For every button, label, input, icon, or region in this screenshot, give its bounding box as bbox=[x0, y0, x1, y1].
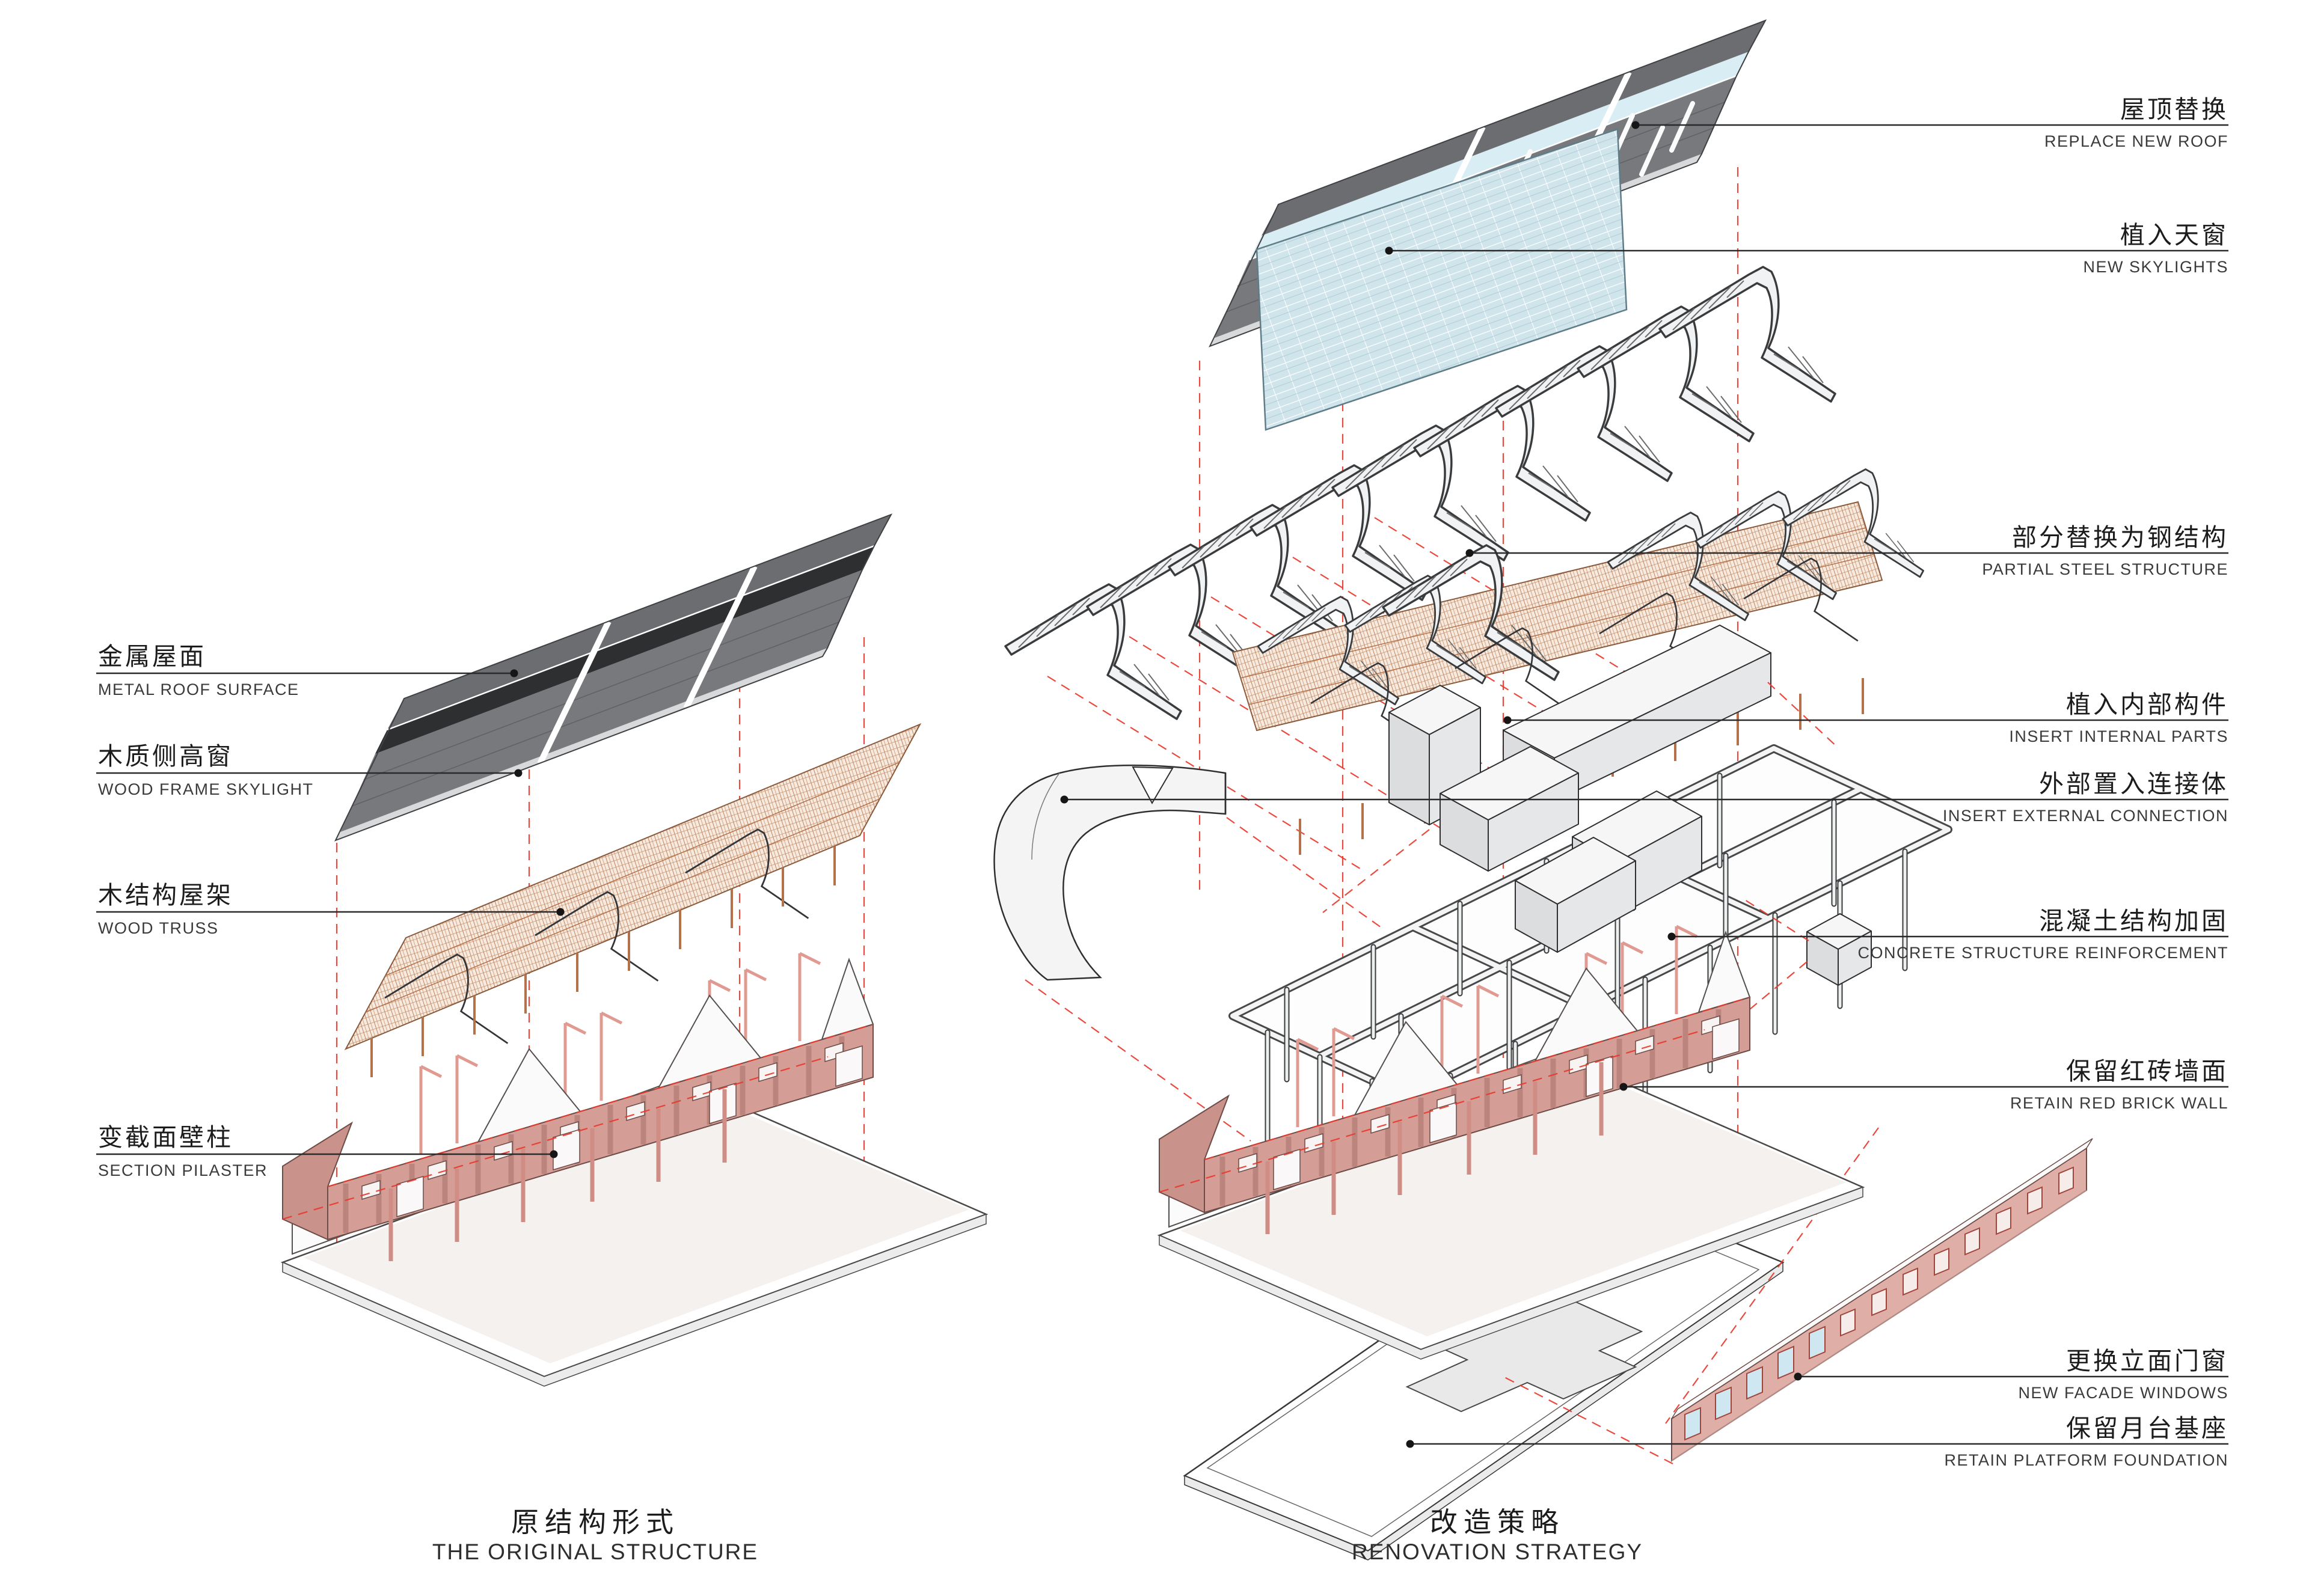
leader-dot bbox=[550, 1150, 558, 1158]
label-wood-frame-skylight: 木质侧高窗 WOOD FRAME SKYLIGHT bbox=[96, 742, 523, 798]
label-wood-truss-zh: 木结构屋架 bbox=[98, 881, 233, 909]
label-concrete-structure-reinforcement: 混凝土结构加固 CONCRETE STRUCTURE REINFORCEMENT bbox=[1857, 907, 2228, 962]
label-section-pilaster: 变截面壁柱 SECTION PILASTER bbox=[96, 1124, 558, 1179]
label-metal-roof-surface: 金属屋面 METAL ROOF SURFACE bbox=[96, 643, 518, 699]
caption-original-zh: 原结构形式 bbox=[511, 1506, 679, 1538]
label-section-pilaster-en: SECTION PILASTER bbox=[98, 1161, 268, 1179]
renovation-strategy-diagram: 屋顶替换 REPLACE NEW ROOF 植入天窗 NEW SKYLIGHTS… bbox=[993, 19, 2229, 1564]
caption-renovation-strategy: 改造策略 RENOVATION STRATEGY bbox=[1352, 1506, 1643, 1564]
ridge-skylight-strip bbox=[1250, 52, 1749, 260]
new-facade-strip bbox=[1503, 1138, 2093, 1464]
facade-windows bbox=[1840, 1166, 2074, 1337]
clerestory-dark-band bbox=[375, 546, 874, 754]
right-labels: 屋顶替换 REPLACE NEW ROOF 植入天窗 NEW SKYLIGHTS… bbox=[1857, 96, 2229, 1469]
label-insert-external-connection: 外部置入连接体 INSERT EXTERNAL CONNECTION bbox=[1943, 770, 2228, 825]
label-replace-new-roof: 屋顶替换 REPLACE NEW ROOF bbox=[2044, 96, 2228, 150]
label-partial-steel-structure-zh: 部分替换为钢结构 bbox=[2012, 524, 2228, 551]
label-insert-external-connection-en: INSERT EXTERNAL CONNECTION bbox=[1943, 807, 2228, 825]
label-retain-red-brick-wall-zh: 保留红砖墙面 bbox=[2066, 1057, 2228, 1085]
label-section-pilaster-zh: 变截面壁柱 bbox=[98, 1124, 233, 1151]
external-connection-cube bbox=[1806, 913, 1872, 986]
label-new-facade-windows-zh: 更换立面门窗 bbox=[2066, 1347, 2228, 1375]
label-partial-steel-structure: 部分替换为钢结构 PARTIAL STEEL STRUCTURE bbox=[1982, 524, 2228, 578]
label-retain-red-brick-wall: 保留红砖墙面 RETAIN RED BRICK WALL bbox=[2010, 1057, 2228, 1112]
label-concrete-structure-reinforcement-zh: 混凝土结构加固 bbox=[2039, 907, 2228, 935]
external-connection-volume bbox=[993, 764, 1384, 1142]
caption-renovation-en: RENOVATION STRATEGY bbox=[1352, 1539, 1643, 1564]
caption-original-structure: 原结构形式 THE ORIGINAL STRUCTURE bbox=[432, 1506, 758, 1564]
label-wood-truss-en: WOOD TRUSS bbox=[98, 919, 219, 937]
label-insert-internal-parts-en: INSERT INTERNAL PARTS bbox=[2009, 727, 2228, 745]
label-new-skylights: 植入天窗 NEW SKYLIGHTS bbox=[2083, 221, 2228, 276]
new-skylight-glass-grid bbox=[1256, 128, 1628, 431]
internal-parts-blocks bbox=[1388, 625, 1872, 986]
label-new-skylights-zh: 植入天窗 bbox=[2120, 221, 2228, 249]
left-labels: 金属屋面 METAL ROOF SURFACE 木质侧高窗 WOOD FRAME… bbox=[96, 643, 565, 1179]
label-new-skylights-en: NEW SKYLIGHTS bbox=[2083, 258, 2228, 276]
label-new-facade-windows: 更换立面门窗 NEW FACADE WINDOWS bbox=[2019, 1347, 2229, 1402]
new-roof bbox=[1209, 19, 1767, 431]
label-wood-frame-skylight-en: WOOD FRAME SKYLIGHT bbox=[98, 780, 314, 798]
label-wood-truss: 木结构屋架 WOOD TRUSS bbox=[96, 881, 565, 937]
label-retain-platform-foundation-zh: 保留月台基座 bbox=[2066, 1414, 2228, 1442]
label-insert-internal-parts: 植入内部构件 INSERT INTERNAL PARTS bbox=[2009, 691, 2228, 745]
caption-renovation-zh: 改造策略 bbox=[1430, 1506, 1565, 1538]
label-new-facade-windows-en: NEW FACADE WINDOWS bbox=[2019, 1384, 2229, 1402]
label-metal-roof-surface-zh: 金属屋面 bbox=[98, 643, 206, 670]
caption-original-en: THE ORIGINAL STRUCTURE bbox=[432, 1539, 758, 1564]
leader-dot bbox=[514, 769, 523, 777]
leader-dot bbox=[510, 669, 518, 677]
leader-dot bbox=[556, 908, 565, 916]
label-metal-roof-surface-en: METAL ROOF SURFACE bbox=[98, 680, 299, 699]
right-leaders bbox=[1060, 121, 2228, 1448]
label-replace-new-roof-en: REPLACE NEW ROOF bbox=[2044, 132, 2228, 150]
label-concrete-structure-reinforcement-en: CONCRETE STRUCTURE REINFORCEMENT bbox=[1857, 944, 2228, 962]
original-structure-diagram: 金属屋面 METAL ROOF SURFACE 木质侧高窗 WOOD FRAME… bbox=[96, 513, 986, 1564]
label-replace-new-roof-zh: 屋顶替换 bbox=[2120, 96, 2228, 123]
wood-truss-assembly bbox=[344, 723, 922, 1077]
label-insert-external-connection-zh: 外部置入连接体 bbox=[2039, 770, 2228, 798]
label-partial-steel-structure-en: PARTIAL STEEL STRUCTURE bbox=[1982, 560, 2228, 578]
label-retain-platform-foundation-en: RETAIN PLATFORM FOUNDATION bbox=[1944, 1451, 2228, 1469]
label-wood-frame-skylight-zh: 木质侧高窗 bbox=[98, 742, 233, 770]
label-insert-internal-parts-zh: 植入内部构件 bbox=[2066, 691, 2228, 718]
facade-glazed-windows bbox=[1684, 1325, 1826, 1441]
label-retain-red-brick-wall-en: RETAIN RED BRICK WALL bbox=[2010, 1094, 2228, 1112]
label-retain-platform-foundation: 保留月台基座 RETAIN PLATFORM FOUNDATION bbox=[1944, 1414, 2228, 1469]
